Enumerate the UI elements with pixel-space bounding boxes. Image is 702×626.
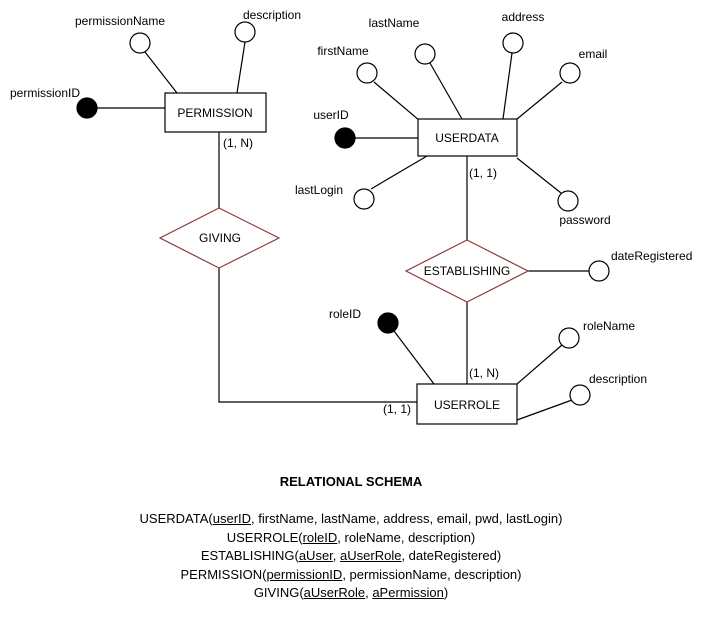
entity-userrole[interactable]: USERROLE	[416, 383, 518, 425]
cardinality-userrole-giving: (1, 1)	[383, 402, 411, 416]
edge-userdata-lastname	[429, 62, 463, 120]
edge-userrole-rolename	[516, 344, 563, 385]
relationship-giving-label: GIVING	[199, 231, 241, 245]
schema-line: ESTABLISHING(aUser, aUserRole, dateRegis…	[200, 548, 502, 563]
schema-fields: , firstName, lastName, address, email, p…	[251, 511, 563, 526]
schema-key-field: aUserRole	[303, 585, 366, 600]
cardinality-permission-giving: (1, N)	[223, 136, 253, 150]
entity-userdata-label: USERDATA	[435, 131, 499, 145]
attribute-roledescription-label: description	[589, 372, 647, 386]
edge-userdata-password	[516, 157, 562, 194]
attribute-password-label: password	[559, 213, 610, 227]
er-diagram: PERMISSION USERDATA USERROLE GIVING ESTA…	[10, 8, 692, 425]
schema-title: RELATIONAL SCHEMA	[279, 474, 423, 489]
attribute-lastname-label: lastName	[369, 16, 420, 30]
schema-line: PERMISSION(permissionID, permissionName,…	[0, 566, 702, 584]
schema-fields: , dateRegistered)	[401, 548, 502, 563]
relationship-establishing[interactable]: ESTABLISHING	[404, 239, 530, 303]
key-userid-circle	[334, 127, 356, 149]
schema-line: USERDATA(userID, firstName, lastName, ad…	[0, 510, 702, 528]
attribute-email-circle	[559, 62, 581, 84]
attribute-roledescription-circle	[569, 384, 591, 406]
attribute-dateregistered-label: dateRegistered	[611, 249, 692, 263]
schema-key-field: userID	[212, 511, 252, 526]
schema-key-field: aUserRole	[340, 548, 402, 563]
schema-key-field: permissionID	[266, 567, 343, 582]
attribute-firstname-circle	[356, 62, 378, 84]
cardinality-userdata-establishing: (1, 1)	[469, 166, 497, 180]
attribute-email-label: email	[579, 47, 608, 61]
schema-fields: , roleName, description)	[337, 530, 476, 545]
schema-relation-name: USERDATA(	[139, 511, 213, 526]
attribute-rolename-label: roleName	[583, 319, 635, 333]
attribute-password-circle	[557, 190, 579, 212]
edge-giving-userrole	[218, 268, 417, 403]
edge-permission-permissionname	[144, 51, 178, 94]
attribute-description-circle	[234, 21, 256, 43]
schema-line: GIVING(aUserRole, aPermission)	[253, 585, 449, 600]
attribute-rolename-circle	[558, 327, 580, 349]
relationship-giving[interactable]: GIVING	[158, 207, 281, 269]
relationship-establishing-label: ESTABLISHING	[424, 264, 510, 278]
attribute-dateregistered-circle	[588, 260, 610, 282]
attribute-lastlogin-circle	[353, 188, 375, 210]
schema-key-field: roleID	[302, 530, 338, 545]
edge-permission-description	[236, 41, 246, 94]
attribute-lastlogin-label: lastLogin	[295, 183, 343, 197]
entity-userdata[interactable]: USERDATA	[417, 118, 518, 157]
schema-relation-name: GIVING(	[253, 585, 304, 600]
attribute-lastname-circle	[414, 43, 436, 65]
attribute-permissionname-label: permissionName	[75, 14, 165, 28]
schema-line: USERROLE(roleID, roleName, description)	[0, 529, 702, 547]
entity-userrole-label: USERROLE	[434, 398, 500, 412]
edge-userdata-email	[510, 81, 563, 125]
schema-key-field: aPermission	[372, 585, 444, 600]
attribute-address-label: address	[502, 10, 545, 24]
key-roleid-circle	[377, 312, 399, 334]
edge-userdata-lastlogin	[370, 155, 428, 190]
schema-relation-name: ESTABLISHING(	[200, 548, 299, 563]
attribute-permissionname-circle	[129, 32, 151, 54]
entity-permission[interactable]: PERMISSION	[164, 92, 267, 133]
key-permissionid-circle	[76, 97, 98, 119]
edge-userdata-address	[502, 52, 513, 120]
cardinality-userrole-establishing: (1, N)	[469, 366, 499, 380]
attribute-description-label: description	[243, 8, 301, 22]
schema-fields: )	[443, 585, 449, 600]
schema-relation-name: PERMISSION(	[180, 567, 267, 582]
attribute-permissionid-label: permissionID	[10, 86, 80, 100]
edge-userrole-roleid	[393, 330, 435, 385]
attribute-roleid-label: roleID	[329, 307, 361, 321]
schema-relation-name: USERROLE(	[226, 530, 303, 545]
attribute-userid-label: userID	[313, 108, 349, 122]
attribute-firstname-label: firstName	[317, 44, 369, 58]
attribute-address-circle	[502, 32, 524, 54]
schema-fields: , permissionName, description)	[342, 567, 522, 582]
schema-key-field: aUser	[298, 548, 333, 563]
entity-permission-label: PERMISSION	[177, 106, 252, 120]
edge-userrole-description	[516, 399, 573, 421]
